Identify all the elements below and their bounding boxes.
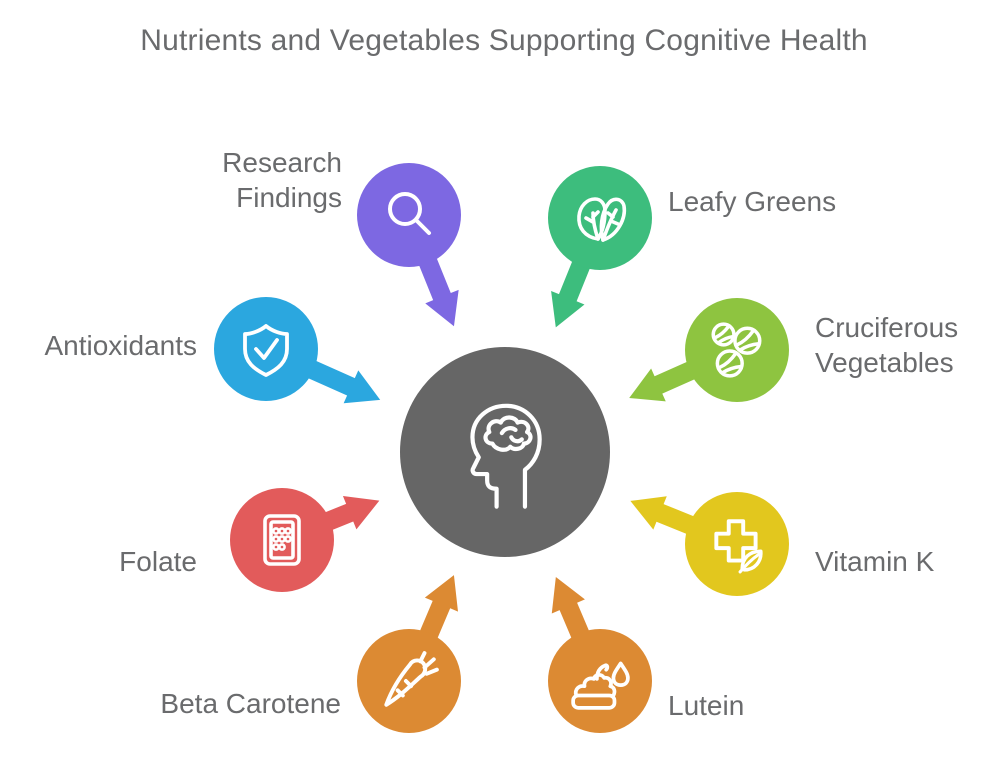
pill-organizer-icon [263,514,301,566]
item-label-beta-carotene: Beta Carotene [160,688,341,719]
magnifier-icon [388,192,431,235]
item-label-vitamin-k: Vitamin K [815,546,935,577]
item-circle-lutein [548,629,652,733]
item-circle-folate [230,488,334,592]
carrot-icon [384,651,439,707]
cream-droplet-icon [571,661,630,710]
spinach-leaves-icon [577,197,627,242]
item-label-cruciferous-vegetables: Cruciferous Vegetables [815,312,959,378]
item-label-lutein: Lutein [668,690,745,721]
item-circle-cruciferous-vegetables [685,298,789,402]
item-circle-research-findings [357,163,461,267]
item-label-research-findings: Research Findings [222,147,342,213]
shield-check-icon [243,324,289,377]
item-circle-antioxidants [214,297,318,401]
item-label-antioxidants: Antioxidants [44,330,197,361]
head-with-brain-icon [470,403,542,509]
diagram-title: Nutrients and Vegetables Supporting Cogn… [140,24,868,57]
item-circle-vitamin-k [685,492,789,596]
brussels-sprouts-icon [711,322,762,378]
item-circle-leafy-greens [548,166,652,270]
item-label-folate: Folate [119,546,197,577]
center-circle [400,347,610,557]
item-label-leafy-greens: Leafy Greens [668,186,837,217]
item-circle-beta-carotene [357,629,461,733]
medical-cross-leaf-icon [714,519,763,574]
